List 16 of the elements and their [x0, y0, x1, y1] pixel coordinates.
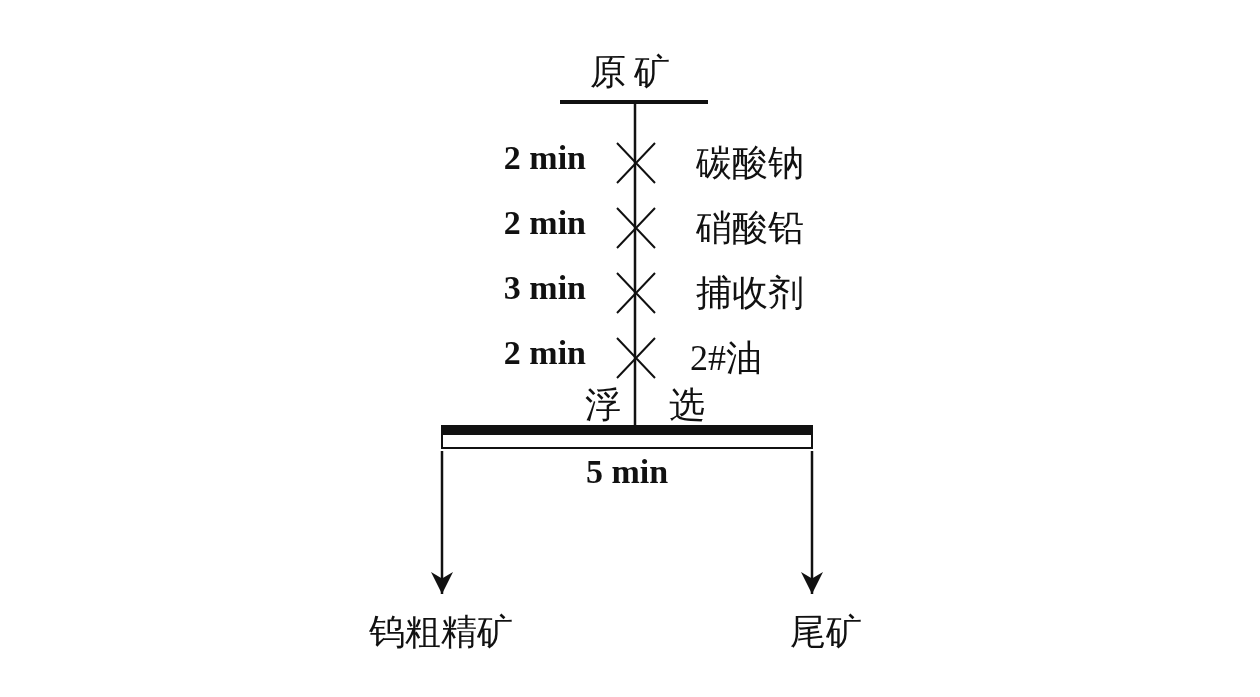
- time-label: 2 min: [503, 204, 586, 242]
- arrow: [801, 451, 823, 594]
- time-label: 2 min: [503, 139, 586, 177]
- product-label: 钨粗精矿: [368, 612, 514, 652]
- time-label: 3 min: [503, 269, 586, 307]
- reagent-label: 碳酸钠: [696, 143, 804, 183]
- arrow: [431, 451, 453, 594]
- reagent-label: 捕收剂: [696, 273, 804, 313]
- process-label: 浮选: [585, 385, 753, 425]
- product-label: 尾矿: [789, 612, 863, 652]
- reagent-label: 硝酸铅: [696, 208, 804, 248]
- reagent-label: 2#油: [690, 338, 762, 378]
- duration-label: 5 min: [584, 453, 670, 491]
- connector-line: [633, 104, 637, 425]
- feed-label: 原矿: [560, 52, 708, 104]
- time-label: 2 min: [503, 334, 586, 372]
